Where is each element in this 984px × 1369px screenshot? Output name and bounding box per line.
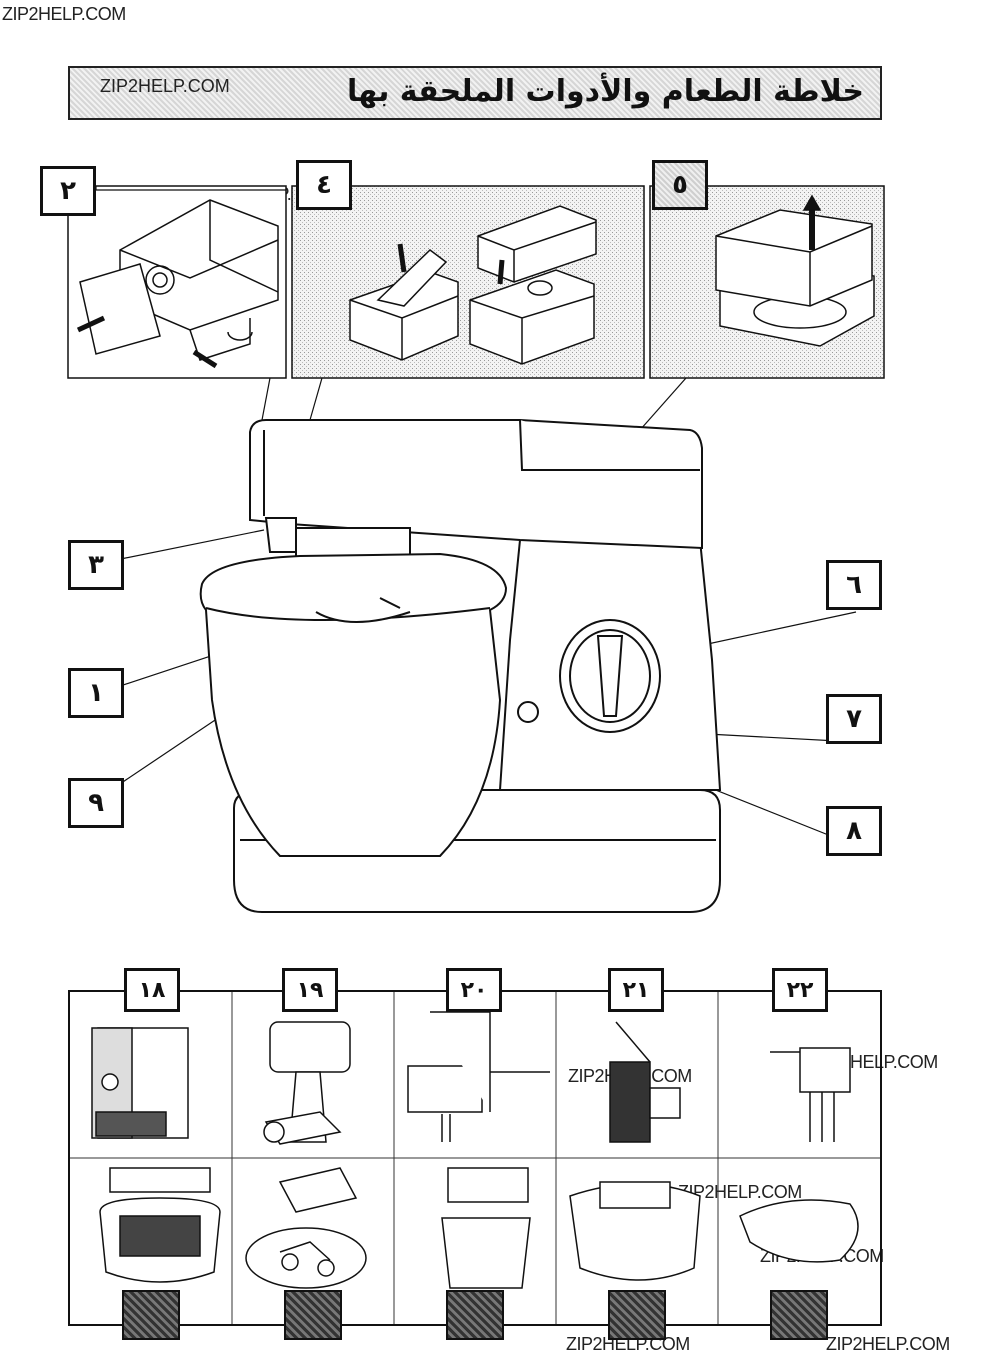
label-8: ٨ bbox=[826, 806, 882, 856]
accessory-tab-18: ١٨ bbox=[124, 968, 180, 1012]
label-7: ٧ bbox=[826, 694, 882, 744]
watermark-top-left: ZIP2HELP.COM bbox=[2, 4, 126, 24]
accessory-tab-21: ٢١ bbox=[608, 968, 664, 1012]
label-4: ٤ bbox=[296, 160, 352, 210]
detail-panel-4 bbox=[291, 185, 645, 379]
accessory-tab-22: ٢٢ bbox=[772, 968, 828, 1012]
bottom-tab-2 bbox=[284, 1290, 342, 1340]
mixer-body bbox=[199, 419, 722, 913]
detail-panel-2 bbox=[67, 185, 287, 379]
label-5: ٥ bbox=[652, 160, 708, 210]
bottom-tab-3 bbox=[446, 1290, 504, 1340]
label-3: ٣ bbox=[68, 540, 124, 590]
accessory-tab-19: ١٩ bbox=[282, 968, 338, 1012]
label-1: ١ bbox=[68, 668, 124, 718]
detail-panel-5 bbox=[649, 185, 885, 379]
watermark-bottom-2: ZIP2HELP.COM bbox=[826, 1334, 950, 1354]
label-9: ٩ bbox=[68, 778, 124, 828]
bottom-tab-4 bbox=[608, 1290, 666, 1340]
page-title: خلاطة الطعام والأدوات الملحقة بها bbox=[347, 74, 864, 109]
label-2: ٢ bbox=[40, 166, 96, 216]
bottom-tab-1 bbox=[122, 1290, 180, 1340]
accessory-tab-20: ٢٠ bbox=[446, 968, 502, 1012]
accessories-drawings bbox=[70, 992, 880, 1324]
title-watermark: ZIP2HELP.COM bbox=[100, 76, 230, 96]
label-6: ٦ bbox=[826, 560, 882, 610]
watermark-grid-mid: ZIP2HELP.COM bbox=[678, 1182, 802, 1202]
title-banner: ZIP2HELP.COM خلاطة الطعام والأدوات الملح… bbox=[68, 66, 882, 120]
bottom-tab-5 bbox=[770, 1290, 828, 1340]
accessories-grid bbox=[68, 990, 882, 1326]
